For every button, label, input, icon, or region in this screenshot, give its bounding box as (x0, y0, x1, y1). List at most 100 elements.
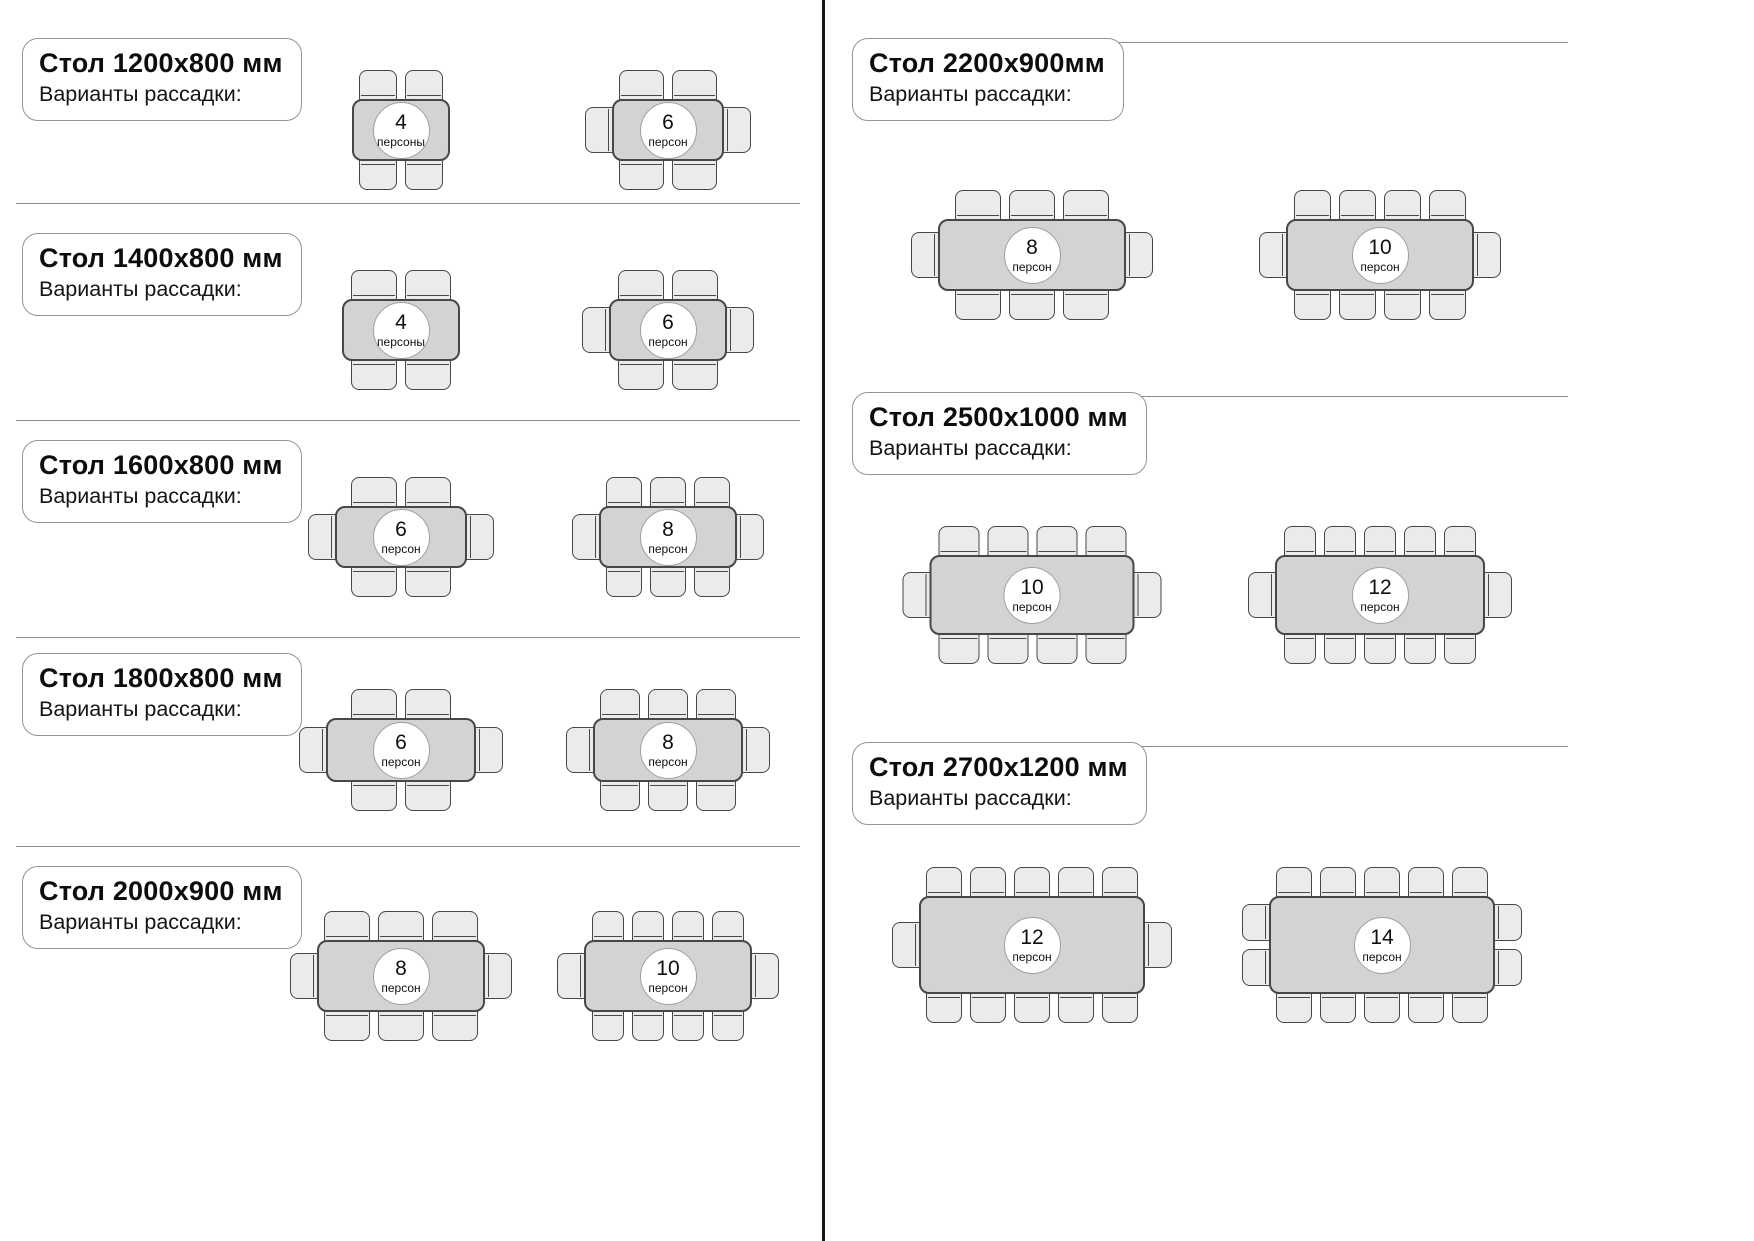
chair (405, 565, 451, 597)
section-title: Стол 2000x900 мм (39, 876, 283, 906)
chair (1404, 526, 1436, 558)
chair (694, 565, 730, 597)
chair (1444, 526, 1476, 558)
chair (911, 232, 941, 278)
seat-count: 14 (1370, 926, 1394, 949)
chair (592, 911, 624, 943)
chair (1384, 190, 1421, 222)
chair (694, 477, 730, 509)
section-subtitle: Варианты рассадки: (869, 435, 1072, 460)
chair (1058, 867, 1094, 899)
chair-column (1259, 232, 1289, 278)
section-title: Стол 1800x800 мм (39, 663, 283, 693)
chair (1452, 991, 1488, 1023)
chair (378, 911, 424, 943)
seat-count: 6 (662, 311, 674, 334)
chair (1142, 922, 1172, 968)
chair (1320, 991, 1356, 1023)
chair (938, 526, 979, 558)
seat-count: 6 (662, 111, 674, 134)
chair (557, 953, 587, 999)
chair (1085, 526, 1126, 558)
chair (618, 358, 664, 390)
section-title: Стол 2700x1200 мм (869, 752, 1128, 782)
seat-word: персоны (377, 335, 425, 349)
section-separator-line (870, 42, 1568, 43)
chair-row (324, 911, 478, 943)
chair-row (926, 991, 1138, 1023)
chair (672, 911, 704, 943)
seat-word: персон (1012, 600, 1052, 614)
column-divider-line (822, 0, 825, 1241)
chair-row (600, 779, 736, 811)
chair (405, 358, 451, 390)
section-subtitle: Варианты рассадки: (39, 483, 242, 508)
chair (724, 307, 754, 353)
section-separator-line (16, 203, 800, 204)
chair (324, 911, 370, 943)
chair (1014, 991, 1050, 1023)
seat-count: 8 (1026, 236, 1038, 259)
section-subtitle: Варианты рассадки: (39, 276, 242, 301)
chair-column (585, 107, 615, 153)
chair (1276, 991, 1312, 1023)
chair (672, 270, 718, 302)
seat-word: персон (381, 981, 421, 995)
chair (600, 779, 640, 811)
seat-word: персон (1012, 950, 1052, 964)
chair (619, 70, 664, 102)
chair (351, 358, 397, 390)
chair (405, 779, 451, 811)
section-separator-line (16, 420, 800, 421)
chair-row (351, 270, 451, 302)
chair (473, 727, 503, 773)
chair-row (926, 867, 1138, 899)
chair-column (1492, 904, 1522, 986)
chair-row (351, 689, 451, 721)
chair (572, 514, 602, 560)
chair (926, 867, 962, 899)
chair-column (572, 514, 602, 560)
chair (1009, 288, 1055, 320)
chair-column (892, 922, 922, 968)
chair (712, 1009, 744, 1041)
chair (632, 911, 664, 943)
chair-column (724, 307, 754, 353)
seat-count: 12 (1020, 926, 1044, 949)
chair (970, 867, 1006, 899)
chair-row (938, 526, 1126, 558)
chair (721, 107, 751, 153)
chair (1242, 904, 1272, 941)
chair (359, 70, 397, 102)
chair (1294, 288, 1331, 320)
chair (351, 270, 397, 302)
chair (648, 689, 688, 721)
section-separator-line (16, 637, 800, 638)
seat-word: персон (648, 135, 688, 149)
chair (378, 1009, 424, 1041)
chair (672, 358, 718, 390)
chair (650, 477, 686, 509)
chair-column (299, 727, 329, 773)
chair-column (749, 953, 779, 999)
chair (1324, 632, 1356, 664)
chair (1364, 526, 1396, 558)
